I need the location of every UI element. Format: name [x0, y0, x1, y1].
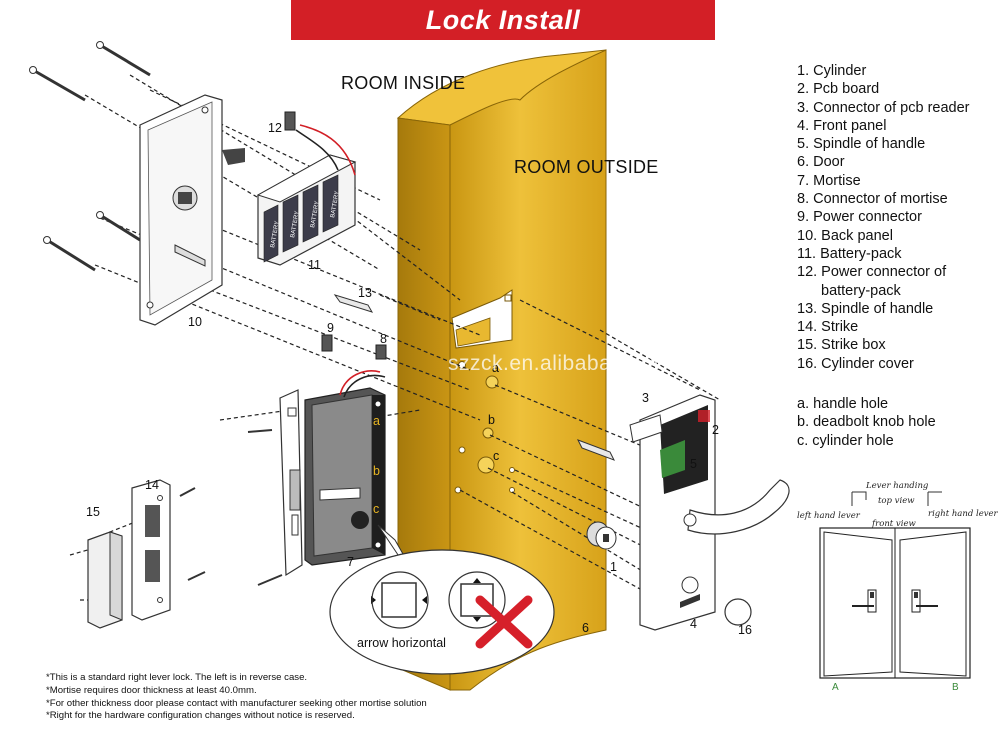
- door-b-label: B: [952, 682, 959, 693]
- callout-10: 10: [188, 315, 202, 329]
- top-view-label: top view: [878, 496, 915, 506]
- hole-item: b. deadbolt knob hole: [797, 414, 936, 431]
- hole-item: c. cylinder hole: [797, 432, 894, 449]
- note-line: *Mortise requires door thickness at leas…: [46, 684, 257, 696]
- callout-1: 1: [610, 560, 617, 574]
- parts-legend: 1. Cylinder 2. Pcb board 3. Connector of…: [797, 62, 970, 373]
- mortise: [279, 334, 387, 577]
- footnotes: *This is a standard right lever lock. Th…: [46, 672, 427, 723]
- legend-item: 3. Connector of pcb reader: [797, 99, 970, 116]
- cylinder-hole-c: [477, 456, 495, 474]
- page-title: Lock Install: [425, 4, 581, 35]
- callout-6: 6: [582, 621, 589, 635]
- arrow-callout: arrow horizontal: [329, 524, 555, 675]
- battery-label-1: BATTERY: [270, 221, 281, 249]
- battery-label-4: BATTERY: [330, 191, 341, 219]
- callout-3: 3: [642, 391, 649, 405]
- callout-14: 14: [145, 478, 159, 492]
- callout-13: 13: [358, 286, 372, 300]
- legend-item: 5. Spindle of handle: [797, 136, 926, 153]
- room-inside-label: ROOM INSIDE: [341, 73, 466, 93]
- mortise-label-a: a: [373, 414, 380, 428]
- watermark: szzck.en.alibaba.com: [448, 352, 659, 375]
- hole-label-a: a: [492, 361, 499, 375]
- strike-box: [87, 531, 123, 629]
- legend-item: 8. Connector of mortise: [797, 191, 948, 208]
- mortise-label-b: b: [373, 464, 380, 478]
- callout-8: 8: [380, 332, 387, 346]
- note-line: *This is a standard right lever lock. Th…: [46, 672, 308, 683]
- legend-item: 15. Strike box: [797, 337, 886, 354]
- strike: [131, 479, 171, 621]
- lever-handing-label: Lever handing: [865, 481, 929, 491]
- legend-item: 7. Mortise: [797, 172, 861, 189]
- note-line: *Right for the hardware configuration ch…: [46, 710, 355, 722]
- callout-5: 5: [690, 457, 697, 471]
- spindle-13: [333, 294, 374, 313]
- room-outside-label: ROOM OUTSIDE: [514, 157, 659, 177]
- hole-item: a. handle hole: [797, 396, 889, 412]
- deadbolt-hole-b: [482, 427, 494, 439]
- callout-15: 15: [86, 505, 100, 519]
- mortise-label-c: c: [373, 502, 379, 516]
- callout-12: 12: [268, 121, 282, 135]
- hole-label-b: b: [488, 413, 495, 427]
- legend-item: 14. Strike: [797, 319, 859, 336]
- callout-numbers: 1 2 3 4 5 6 7 8 9 10 11 12 13 14 15 16 a…: [86, 121, 752, 637]
- battery-pack: BATTERY BATTERY BATTERY BATTERY: [256, 111, 357, 266]
- cylinder: [586, 521, 617, 550]
- door-front: [449, 49, 607, 691]
- legend-item: 16. Cylinder cover: [797, 355, 914, 372]
- front-view-label: front view: [871, 519, 916, 529]
- left-hand-lever-label: left hand lever: [797, 511, 861, 521]
- battery-label-2: BATTERY: [290, 211, 301, 239]
- hole-label-c: c: [493, 449, 499, 463]
- legend-item: battery-pack: [821, 282, 901, 299]
- legend-item: 11. Battery-pack: [797, 245, 902, 262]
- screws: [29, 41, 283, 586]
- handle-hole-a: [485, 375, 499, 389]
- legend-item: 12. Power connector of: [797, 264, 947, 281]
- battery-label-3: BATTERY: [310, 201, 321, 229]
- title-banner: Lock Install: [291, 0, 715, 40]
- front-panel: [629, 394, 790, 631]
- legend-item: 4. Front panel: [797, 117, 887, 134]
- callout-9: 9: [327, 321, 334, 335]
- holes-legend: a. handle hole b. deadbolt knob hole c. …: [797, 395, 936, 450]
- callout-16: 16: [738, 623, 752, 637]
- door: [396, 49, 607, 691]
- callout-4: 4: [690, 617, 697, 631]
- legend-item: 1. Cylinder: [797, 63, 867, 79]
- lever-handing-diagram: Lever handing top view left hand lever r…: [797, 481, 999, 693]
- legend-item: 10. Back panel: [797, 227, 893, 244]
- reject-cross-icon: [475, 595, 533, 649]
- callout-11: 11: [308, 258, 321, 272]
- callout-2: 2: [712, 423, 719, 437]
- door-a-label: A: [832, 682, 839, 693]
- note-line: *For other thickness door please contact…: [46, 697, 427, 709]
- right-hand-lever-label: right hand lever: [928, 509, 999, 519]
- back-panel: [139, 94, 245, 326]
- callout-7: 7: [347, 555, 354, 569]
- cylinder-cover: [724, 598, 752, 626]
- legend-item: 2. Pcb board: [797, 81, 880, 98]
- legend-item: 6. Door: [797, 154, 845, 171]
- legend-item: 13. Spindle of handle: [797, 300, 934, 317]
- arrow-horizontal-label: arrow horizontal: [357, 636, 446, 650]
- spindle-5: [576, 439, 616, 461]
- legend-item: 9. Power connector: [797, 209, 922, 226]
